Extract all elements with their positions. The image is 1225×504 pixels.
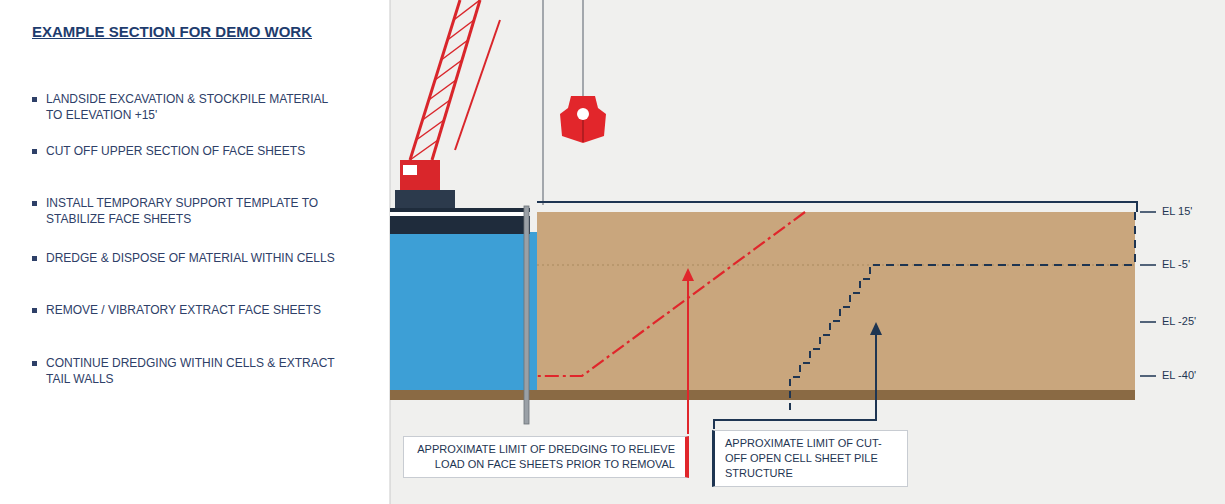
bucket-seam (582, 120, 584, 142)
panel-ground (390, 0, 1225, 504)
leader-arrow (682, 268, 694, 281)
face-sheet (524, 206, 529, 424)
boom-lattice (410, 0, 480, 160)
crane-cable (542, 0, 544, 205)
bullet-mark (32, 361, 37, 366)
callout-box: APPROXIMATE LIMIT OF CUT-OFF OPEN CELL S… (712, 430, 908, 487)
step-text: DREDGE & DISPOSE OF MATERIAL WITHIN CELL… (46, 250, 336, 266)
cut-off-top (537, 202, 1137, 212)
crane-cab (400, 160, 440, 190)
callout-box: APPROXIMATE LIMIT OF DREDGING TO RELIEVE… (403, 436, 689, 478)
callout-text: APPROXIMATE LIMIT OF DREDGING TO RELIEVE… (414, 442, 675, 472)
barge-hull (390, 208, 530, 234)
bullet-mark (32, 201, 37, 206)
bullet-mark (32, 149, 37, 154)
bullet-mark (32, 256, 37, 261)
elev-tick (1140, 264, 1156, 266)
seabed (390, 390, 1135, 400)
leader-line (714, 334, 876, 429)
bucket-cable (582, 0, 584, 96)
water (390, 232, 537, 390)
leader-arrow (870, 322, 882, 335)
elevation-label: EL -25' (1162, 315, 1196, 328)
heading: EXAMPLE SECTION FOR DEMO WORK (32, 22, 332, 42)
callout-text: APPROXIMATE LIMIT OF CUT-OFF OPEN CELL S… (725, 436, 897, 481)
clamshell-bucket (560, 96, 606, 143)
soil-fill (537, 212, 1135, 400)
crane-stay (455, 20, 500, 150)
elev-tick (1140, 321, 1156, 323)
step-text: REMOVE / VIBRATORY EXTRACT FACE SHEETS (46, 302, 336, 318)
cut-off-limit (880, 212, 1135, 265)
crane-boom (410, 0, 480, 160)
bullet-mark (32, 97, 37, 102)
dredge-limit (537, 212, 805, 376)
cab-window (403, 165, 417, 175)
elev-tick (1140, 375, 1156, 377)
step-text: CUT OFF UPPER SECTION OF FACE SHEETS (46, 143, 336, 159)
crane-base (395, 190, 455, 208)
bucket-hub (577, 108, 589, 120)
elevation-label: EL -40' (1162, 369, 1196, 382)
elev-tick (1140, 211, 1156, 213)
elevation-label: EL -5' (1162, 258, 1190, 271)
step-text: LANDSIDE EXCAVATION & STOCKPILE MATERIAL… (46, 91, 336, 123)
barge-stripe (390, 212, 530, 216)
cut-off-step (790, 265, 880, 415)
elevation-label: EL 15' (1162, 205, 1192, 218)
leader-line (687, 280, 689, 434)
step-text: CONTINUE DREDGING WITHIN CELLS & EXTRACT… (46, 355, 336, 387)
step-text: INSTALL TEMPORARY SUPPORT TEMPLATE TO ST… (46, 195, 336, 227)
bullet-mark (32, 308, 37, 313)
